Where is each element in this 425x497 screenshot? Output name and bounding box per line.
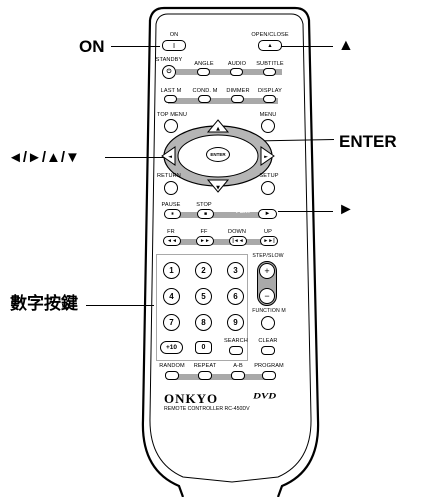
- callout-play: ►: [338, 201, 354, 218]
- subtitle-button[interactable]: [263, 68, 276, 76]
- digit-1-button[interactable]: 1: [163, 262, 180, 279]
- clear-label: CLEAR: [258, 338, 278, 344]
- dimmer-label: DIMMER: [226, 88, 250, 94]
- down-label: DOWN: [227, 229, 247, 235]
- subtitle-label: SUBTITLE: [256, 61, 284, 67]
- top-menu-label: TOP MENU: [156, 112, 188, 118]
- step-slow-minus-button[interactable]: −: [259, 288, 275, 304]
- menu-button[interactable]: [261, 119, 275, 133]
- setup-label: SETUP: [259, 173, 279, 179]
- angle-label: ANGLE: [194, 61, 214, 67]
- search-button[interactable]: [229, 346, 243, 355]
- function-m-label: FUNCTION M: [252, 308, 286, 314]
- svg-text:▼: ▼: [216, 185, 220, 191]
- play-label: PLAY: [236, 209, 251, 215]
- skip-down-button[interactable]: |◄◄: [229, 236, 247, 246]
- digit-6-button[interactable]: 6: [227, 288, 244, 305]
- plus-10-button[interactable]: +10: [160, 341, 183, 354]
- program-button[interactable]: [262, 371, 276, 380]
- callout-arrows: ◄/►/▲/▼: [8, 149, 80, 166]
- skip-up-button[interactable]: ►►|: [260, 236, 278, 246]
- audio-button[interactable]: [230, 68, 243, 76]
- digit-3-button[interactable]: 3: [227, 262, 244, 279]
- fr-label: FR: [167, 229, 175, 235]
- standby-button[interactable]: ⏻: [162, 65, 176, 79]
- ff-label: FF: [200, 229, 208, 235]
- step-slow-label: STEP/SLOW: [252, 253, 284, 259]
- pause-label: PAUSE: [161, 202, 181, 208]
- last-m-label: LAST M: [160, 88, 182, 94]
- row2-connector-bar: [176, 69, 282, 75]
- up-label: UP: [264, 229, 272, 235]
- program-label: PROGRAM: [254, 363, 284, 369]
- number-pad-frame: [156, 254, 248, 361]
- open-close-label: OPEN/CLOSE: [251, 32, 289, 38]
- step-slow-plus-button[interactable]: +: [259, 263, 275, 279]
- angle-button[interactable]: [197, 68, 210, 76]
- top-menu-button[interactable]: [164, 119, 178, 133]
- random-button[interactable]: [165, 371, 179, 380]
- digit-8-button[interactable]: 8: [195, 314, 212, 331]
- play-button[interactable]: ►: [258, 209, 277, 219]
- fr-button[interactable]: ◄◄: [163, 236, 181, 246]
- leader-line-number-keys: [86, 305, 154, 306]
- stop-label: STOP: [196, 202, 212, 208]
- standby-label: STANDBY: [155, 57, 183, 63]
- brand-logo: ONKYO: [164, 391, 219, 406]
- function-m-button[interactable]: [261, 316, 275, 330]
- row3-connector-bar: [168, 98, 278, 104]
- on-label: ON: [169, 32, 179, 38]
- return-label: RETURN: [157, 173, 181, 179]
- leader-line-play: [278, 211, 333, 212]
- cond-m-button[interactable]: [198, 95, 211, 103]
- svg-text:▲: ▲: [216, 126, 220, 132]
- open-close-button[interactable]: ▲: [258, 40, 282, 51]
- dimmer-button[interactable]: [231, 95, 244, 103]
- digit-4-button[interactable]: 4: [163, 288, 180, 305]
- stop-button[interactable]: ■: [197, 209, 214, 219]
- a-b-button[interactable]: [231, 371, 245, 380]
- callout-number-keys: 數字按鍵: [10, 294, 78, 314]
- ff-button[interactable]: ►►: [196, 236, 214, 246]
- callout-eject: ▲: [338, 37, 354, 54]
- leader-line-on: [111, 46, 160, 47]
- bottom-connector-bar: [170, 374, 272, 380]
- digit-9-button[interactable]: 9: [227, 314, 244, 331]
- search-label: SEARCH: [224, 338, 248, 344]
- a-b-label: A-B: [233, 363, 243, 369]
- callout-on: ON: [79, 37, 105, 56]
- audio-label: AUDIO: [227, 61, 247, 67]
- skip-connector-bar: [170, 239, 272, 245]
- clear-button[interactable]: [261, 346, 275, 355]
- enter-button[interactable]: ENTER: [206, 147, 230, 162]
- setup-button[interactable]: [261, 181, 275, 195]
- svg-text:►: ►: [264, 154, 268, 160]
- svg-text:◄: ◄: [168, 154, 172, 160]
- return-button[interactable]: [164, 181, 178, 195]
- transport-connector-bar: [170, 212, 272, 218]
- leader-line-arrows: [105, 157, 165, 158]
- display-button[interactable]: [263, 95, 276, 103]
- callout-enter: ENTER: [339, 132, 397, 151]
- digit-2-button[interactable]: 2: [195, 262, 212, 279]
- display-label: DISPLAY: [258, 88, 282, 94]
- dvd-logo: DVD: [253, 391, 277, 401]
- menu-label: MENU: [259, 112, 277, 118]
- cond-m-label: COND. M: [192, 88, 218, 94]
- repeat-button[interactable]: [198, 371, 212, 380]
- digit-0-button[interactable]: 0: [195, 341, 212, 354]
- leader-line-eject: [278, 46, 333, 47]
- model-text: REMOTE CONTROLLER RC-450DV: [164, 406, 250, 412]
- digit-7-button[interactable]: 7: [163, 314, 180, 331]
- digit-5-button[interactable]: 5: [195, 288, 212, 305]
- pause-button[interactable]: ⏸: [164, 209, 181, 219]
- repeat-label: REPEAT: [193, 363, 217, 369]
- random-label: RANDOM: [159, 363, 185, 369]
- on-button[interactable]: |: [162, 40, 186, 51]
- last-m-button[interactable]: [164, 95, 177, 103]
